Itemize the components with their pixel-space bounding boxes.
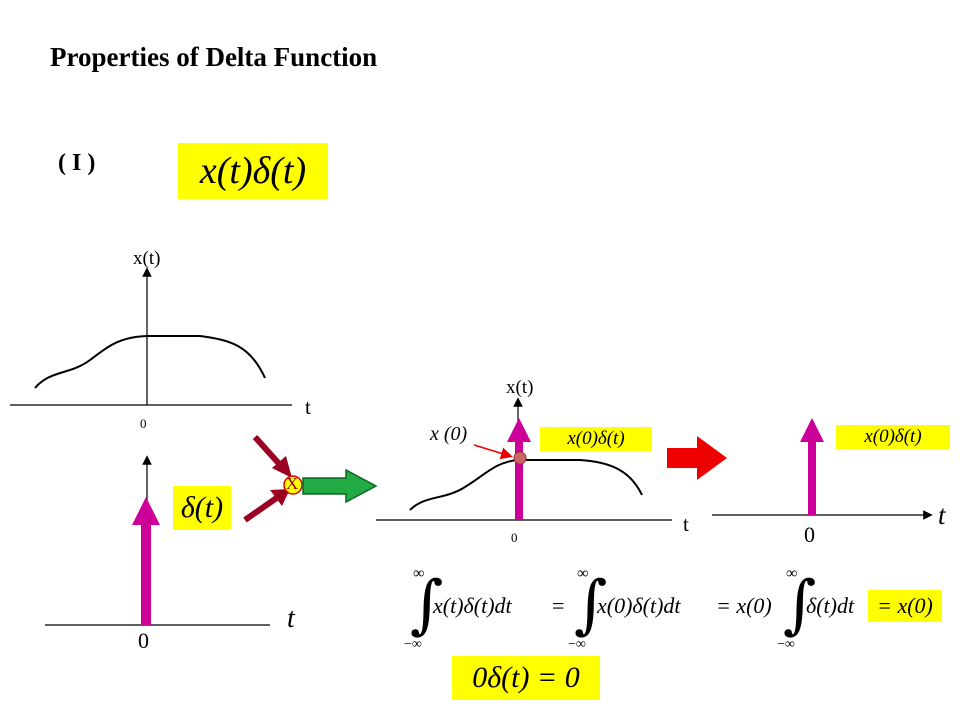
right-impulse-stem [808,440,816,515]
x0-pointer-arrow [473,444,513,460]
graph-xt-origin: 0 [140,416,147,431]
graph-xt-ylabel: x(t) [133,248,161,269]
mid-impulse-stem [515,440,523,520]
x0-marker [513,451,527,465]
integral-1-sign: ∫ [410,568,444,642]
delta-impulse-stem [141,520,151,625]
mid-impulse-head [507,418,531,442]
graph-mid-origin: 0 [511,530,518,545]
graph-delta-xlabel: t [287,603,295,634]
multiply-symbol-circle [283,475,303,495]
graph-right [712,418,933,520]
right-impulse-head [800,418,824,442]
integral-3-upper: ∞ [786,565,798,582]
graph-mid [376,397,672,521]
mid-product-expression: x(0)δ(t) [540,427,652,451]
integral-result: = x(0) [868,590,942,622]
graph-mid-xlabel: t [683,512,689,536]
graph-xt-xlabel: t [305,395,311,419]
right-product-expression: x(0)δ(t) [836,425,950,449]
graph-right-xlabel: t [938,500,946,530]
multiply-symbol: X [286,474,299,493]
integral-2-lower: −∞ [568,637,586,652]
graph-right-origin: 0 [804,522,815,547]
graph-delta-origin: 0 [138,628,149,653]
integral-3-sign: ∫ [783,568,817,642]
multiply-arrows [243,434,292,523]
integral-3-lower: −∞ [777,637,795,652]
integral-1-upper: ∞ [413,565,425,582]
section-label: ( I ) [58,150,96,176]
graph-xt [10,267,292,406]
graph-mid-curve [409,459,643,511]
integral-equation: ∞ ∫ −∞ x(t)δ(t)dt = ∞ ∫ −∞ x(0)δ(t)dt = … [400,565,960,655]
green-arrow [302,468,378,504]
graph-xt-curve [34,335,266,389]
integral-3-integrand: δ(t)dt [806,593,855,618]
integral-3-prefix: = x(0) [716,593,772,618]
graph-mid-ylabel: x(t) [506,377,534,398]
integral-1-lower: −∞ [404,637,422,652]
red-arrow [667,436,727,480]
zero-delta-expression: 0δ(t) = 0 [452,656,600,700]
delta-expression: δ(t) [173,486,231,530]
graph-delta [45,455,270,626]
integral-2-sign: ∫ [574,568,608,642]
integral-2-integrand: x(0)δ(t)dt [597,593,681,618]
delta-impulse-head [132,497,160,525]
main-expression: x(t)δ(t) [178,143,328,199]
page-title: Properties of Delta Function [50,42,378,72]
integral-1-integrand: x(t)δ(t)dt [433,593,512,618]
integral-2-eq: = [552,593,565,618]
x0-label: x (0) [430,423,468,445]
integral-2-upper: ∞ [577,565,589,582]
